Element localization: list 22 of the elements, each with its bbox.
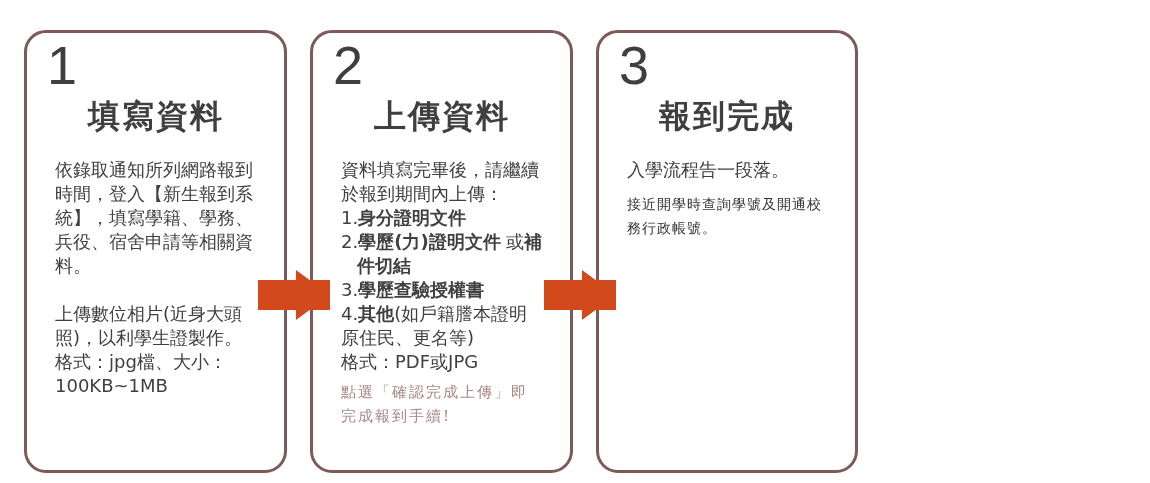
- block-arrow: [258, 270, 330, 320]
- step-card: [596, 30, 858, 473]
- handwritten-note: 接近開學時查詢學號及開通校務行政帳號。: [627, 195, 823, 238]
- step-number: 3: [618, 37, 651, 93]
- step-title: 上傳資料: [372, 96, 511, 137]
- block-arrow: [544, 270, 616, 320]
- step-number: 1: [46, 37, 79, 93]
- step-description: 3.學歷查驗授權書: [341, 278, 486, 302]
- step-description: 資料填寫完畢後，請繼續於報到期間內上傳：: [341, 158, 540, 206]
- handwritten-note: 點選「確認完成上傳」即完成報到手續!: [341, 382, 529, 427]
- step-description: 上傳數位相片(近身大頭照)，以利學生證製作。格式：jpg檔、大小：100KB~1MB: [55, 302, 244, 398]
- step-description: 依錄取通知所列網路報到時間，登入【新生報到系統】，填寫學籍、學務、兵役、宿舍申請等相關資料。: [55, 158, 254, 278]
- step-description: 2.學歷(力)證明文件 或補件切結: [341, 230, 544, 278]
- step-description: 格式：PDF或JPG: [341, 350, 480, 374]
- step-number: 2: [332, 37, 365, 93]
- step-title: 報到完成: [658, 96, 796, 137]
- step-description: 4.其他(如戶籍謄本證明原住民、更名等): [341, 302, 529, 350]
- step-description: 1.身分證明文件: [341, 206, 468, 230]
- step-card: [24, 30, 287, 473]
- step-description: 入學流程告一段落。: [627, 158, 790, 182]
- step-title: 填寫資料: [86, 96, 225, 137]
- step-card: [310, 30, 573, 473]
